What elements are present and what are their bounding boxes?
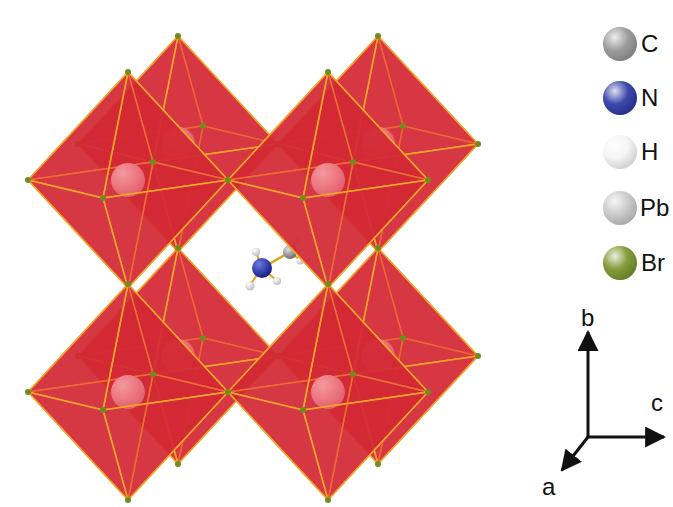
octahedron-face [228,284,328,410]
br-atom [400,123,406,129]
octahedron-face [228,72,328,198]
br-atom [125,69,131,75]
legend-label: N [641,86,658,110]
br-atom [400,335,406,341]
br-atom [100,195,106,201]
br-atom [475,141,481,147]
br-atom [325,281,331,287]
br-atom [375,33,381,39]
br-atom [475,353,481,359]
br-atom [25,389,31,395]
br-atom [150,159,156,165]
back-octahedra [75,33,481,467]
br-atom [375,461,381,467]
br-atom [25,177,31,183]
octahedron [225,281,431,503]
br-atom [225,177,231,183]
br-atom [175,245,181,251]
legend-sphere [603,191,637,225]
br-atom [150,371,156,377]
octahedron-face [28,284,128,410]
br-atom [150,159,156,165]
front-octahedra [25,69,431,503]
br-atom [325,497,331,503]
octahedron-face [28,180,128,288]
sphere-shading [603,135,637,169]
legend-label: H [641,140,658,164]
br-atom [300,407,306,413]
br-atom [200,123,206,129]
octahedron-face [28,392,128,500]
sphere-shading [603,246,637,280]
octahedron [225,69,431,291]
legend-label: Pb [640,196,669,220]
axes [562,332,664,470]
br-atom [200,335,206,341]
br-atom [425,389,431,395]
br-atom [350,371,356,377]
legend-sphere [603,246,637,280]
br-atom [175,461,181,467]
br-atom [225,389,231,395]
br-atom [350,159,356,165]
legend-sphere [603,81,637,115]
br-atom [225,177,231,183]
axis-label: c [651,391,663,415]
legend-sphere [603,27,637,61]
br-atom [300,195,306,201]
octahedron-face [28,72,128,198]
sphere-shading [603,27,637,61]
legend-sphere [603,135,637,169]
axis-label: b [581,306,594,330]
br-atom [150,371,156,377]
br-atom [350,371,356,377]
br-atom [125,281,131,287]
legend-label: C [641,32,658,56]
sphere-shading [603,81,637,115]
octahedron [25,281,231,503]
octahedron [25,69,231,291]
br-atom [225,389,231,395]
br-atom [350,159,356,165]
br-atom [325,69,331,75]
octahedron-face [228,180,328,288]
legend-label: Br [641,251,665,275]
br-atom [425,177,431,183]
sphere-shading [603,191,637,225]
br-atom [375,245,381,251]
axis-label: a [542,475,555,499]
br-atom [125,497,131,503]
br-atom [175,33,181,39]
octahedron-face [228,392,328,500]
br-atom [100,407,106,413]
